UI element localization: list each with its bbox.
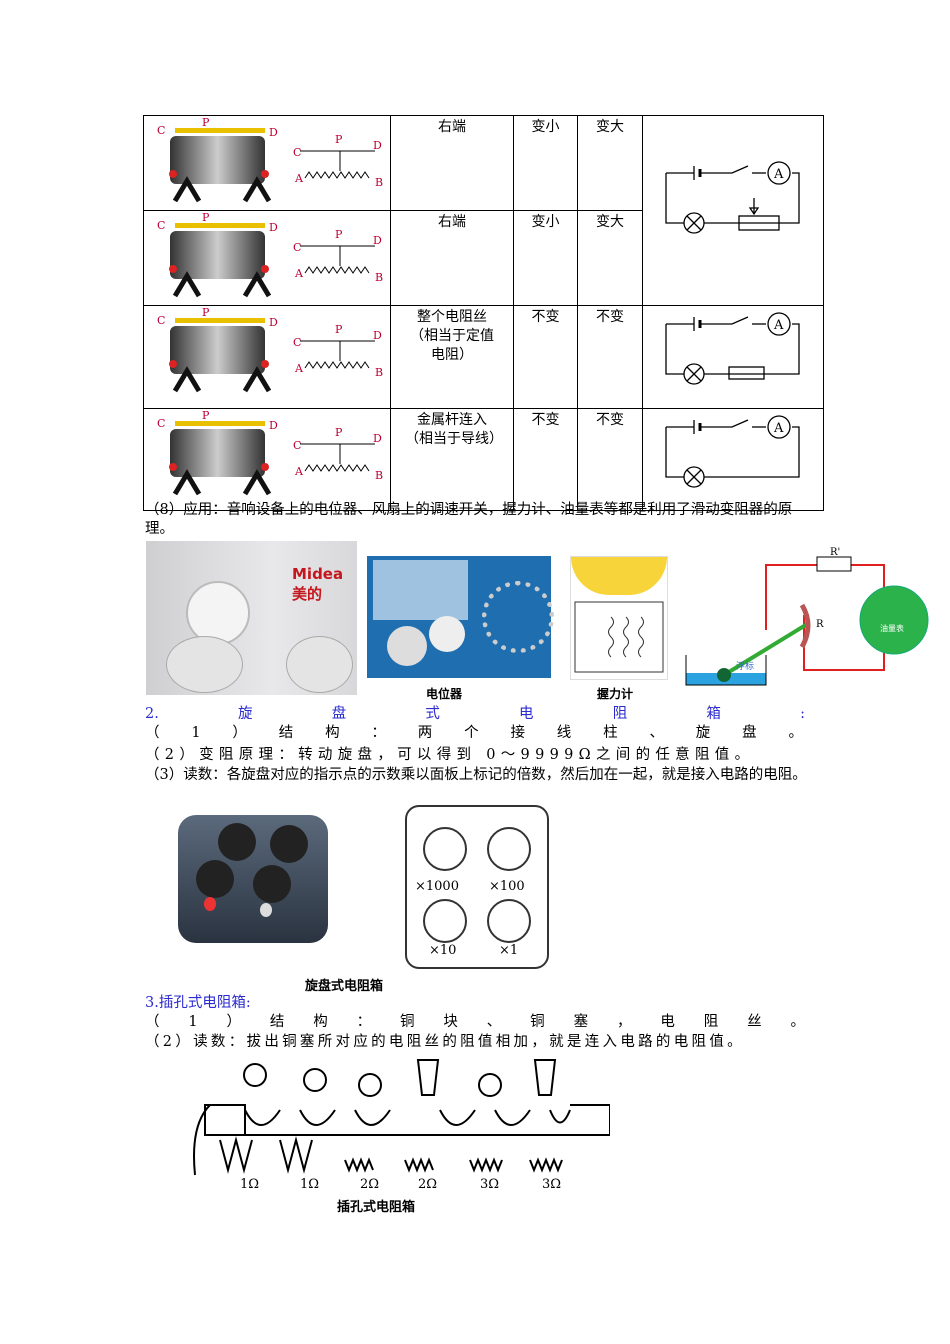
connection-cell: 右端	[390, 115, 514, 211]
svg-text:A: A	[773, 421, 784, 436]
svg-text:C: C	[293, 336, 301, 349]
svg-text:A: A	[294, 465, 304, 478]
circuit-svg: A	[665, 160, 800, 234]
rheostat-illustration: C D P C D P A B	[157, 116, 383, 203]
svg-text:D: D	[373, 432, 382, 445]
circuit-diagram: A	[642, 408, 824, 511]
voltage-cell: 不变	[577, 305, 643, 409]
section3-item1: （1）结构：铜块、铜塞，电阻丝。	[145, 1014, 805, 1030]
resistor-label: 3Ω	[542, 1177, 561, 1192]
dial-box-photo	[178, 815, 328, 943]
svg-text:D: D	[373, 329, 382, 342]
grip-meter-diagram	[570, 556, 668, 680]
svg-text:P: P	[335, 323, 343, 336]
potentiometer-photo	[367, 556, 554, 678]
svg-text:P: P	[202, 211, 210, 224]
current-cell: 变小	[513, 210, 578, 306]
voltage-cell: 不变	[577, 408, 643, 511]
svg-text:C: C	[293, 439, 301, 452]
svg-text:P: P	[202, 306, 210, 319]
svg-text:C: C	[157, 314, 165, 327]
rheostat-image: C D P C D P A B	[143, 115, 391, 211]
svg-text:C: C	[293, 241, 301, 254]
section3-item2: （2）读数：拔出铜塞所对应的电阻丝的阻值相加，就是连入电路的电阻值。	[145, 1034, 745, 1050]
float-label: 浮标	[736, 660, 754, 672]
svg-text:P: P	[202, 116, 210, 129]
voltage-cell: 变大	[577, 210, 643, 306]
resistor-label: 2Ω	[360, 1177, 379, 1192]
rheostat-illustration: C D P C D P A B	[157, 409, 383, 496]
svg-text:D: D	[269, 419, 278, 432]
circuit-svg: A	[665, 414, 800, 488]
grip-meter-caption: 握力计	[597, 687, 634, 701]
application-paragraph: （8）应用：音响设备上的电位器、风扇上的调速开关，握力计、油量表等都是利用了滑动…	[145, 502, 793, 537]
rheostat-image: C D P C D P A B	[143, 408, 391, 511]
svg-text:B: B	[375, 469, 383, 482]
svg-text:A: A	[294, 172, 304, 185]
section2-item2: （2）变阻原理：转动旋盘，可以得到 0～9999Ω之间的任意阻值。	[145, 747, 755, 763]
gauge-label: 油量表	[880, 623, 904, 633]
resistor-label: 3Ω	[480, 1177, 499, 1192]
svg-text:C: C	[157, 219, 165, 232]
connection-cell: 整个电阻丝（相当于定值电阻）	[390, 305, 514, 409]
resistor-label: 2Ω	[418, 1177, 437, 1192]
svg-text:A: A	[294, 267, 304, 280]
svg-text:P: P	[202, 409, 210, 422]
svg-text:C: C	[157, 417, 165, 430]
dial-box-caption: 旋盘式电阻箱	[305, 979, 384, 994]
svg-text:A: A	[773, 167, 784, 182]
rheostat-image: C D P C D P A B	[143, 305, 391, 409]
section3-title: 3.插孔式电阻箱:	[145, 995, 251, 1011]
svg-text:D: D	[373, 234, 382, 247]
svg-text:D: D	[373, 139, 382, 152]
fuel-gauge-diagram: 浮标 油量表 R' R	[684, 545, 930, 690]
r-label: R	[816, 619, 824, 630]
multiplier-label: ×1	[499, 943, 519, 958]
svg-text:C: C	[293, 146, 301, 159]
svg-text:P: P	[335, 228, 343, 241]
svg-text:B: B	[375, 271, 383, 284]
svg-text:D: D	[269, 126, 278, 139]
circuit-svg: A	[665, 312, 800, 385]
plug-box-caption: 插孔式电阻箱	[337, 1200, 416, 1215]
circuit-diagram: A	[642, 115, 824, 306]
svg-text:C: C	[157, 124, 165, 137]
r-prime-label: R'	[830, 547, 840, 558]
svg-text:B: B	[375, 176, 383, 189]
rheostat-image: C D P C D P A B	[143, 210, 391, 306]
svg-text:P: P	[335, 426, 343, 439]
dial-box-panel-diagram: ×1000 ×100 ×10 ×1	[405, 805, 549, 969]
potentiometer-caption: 电位器	[426, 687, 463, 701]
circuit-diagram: A	[642, 305, 824, 409]
connection-cell: 右端	[390, 210, 514, 306]
svg-text:A: A	[294, 362, 304, 375]
resistor-label: 1Ω	[240, 1177, 259, 1192]
current-cell: 不变	[513, 305, 578, 409]
resistor-label: 1Ω	[300, 1177, 319, 1192]
svg-text:D: D	[269, 316, 278, 329]
voltage-cell: 变大	[577, 115, 643, 211]
section2-item1: （1）结构：两个接线柱、旋盘。	[145, 725, 805, 741]
svg-text:A: A	[773, 318, 784, 333]
current-cell: 不变	[513, 408, 578, 511]
multiplier-label: ×1000	[415, 879, 459, 894]
rheostat-illustration: C D P C D P A B	[157, 306, 383, 393]
multiplier-label: ×100	[489, 879, 525, 894]
plug-box-diagram: 1Ω 1Ω 2Ω 2Ω 3Ω 3Ω	[190, 1050, 611, 1195]
fan-switch-photo: Midea 美的	[146, 541, 357, 695]
svg-text:B: B	[375, 366, 383, 379]
rheostat-illustration: C D P C D P A B	[157, 211, 383, 298]
connection-cell: 金属杆连入（相当于导线）	[390, 408, 514, 511]
current-cell: 变小	[513, 115, 578, 211]
svg-text:P: P	[335, 133, 343, 146]
rheostat-table: C D P C D P A B 右端 变小 变大 A C D P	[143, 115, 824, 511]
multiplier-label: ×10	[429, 943, 457, 958]
midea-logo: Midea 美的	[292, 565, 344, 603]
section2-item3: （3）读数：各旋盘对应的指示点的示数乘以面板上标记的倍数，然后加在一起，就是接入…	[145, 767, 807, 783]
svg-text:D: D	[269, 221, 278, 234]
section2-title: 2.旋盘式电阻箱:	[145, 706, 805, 722]
